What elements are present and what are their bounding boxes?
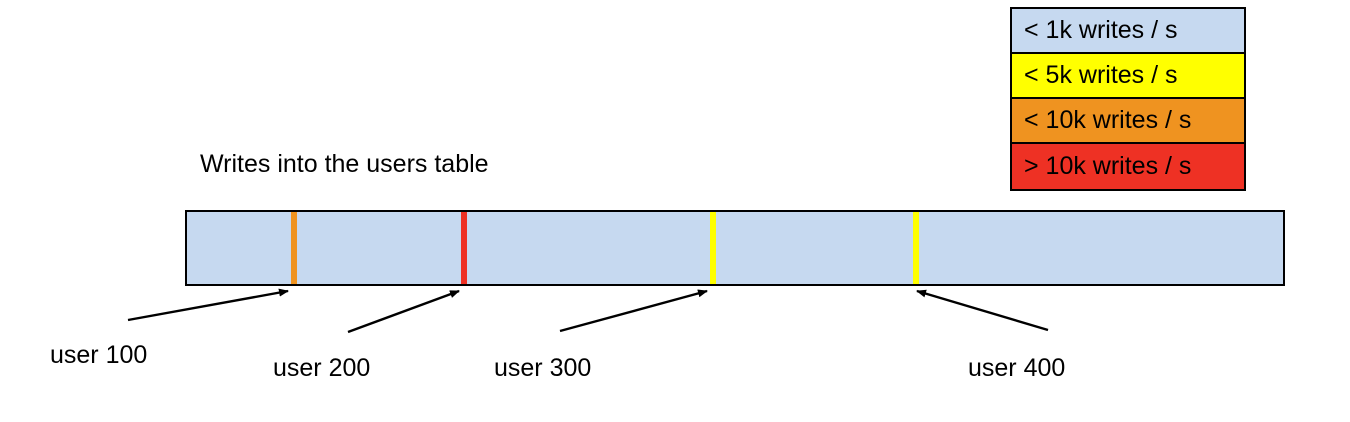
annotation-label-user-400: user 400 (968, 354, 1066, 382)
legend-row-2: < 10k writes / s (1012, 99, 1244, 144)
legend-label-2: < 10k writes / s (1024, 106, 1192, 134)
annotation-label-user-300: user 300 (494, 354, 592, 382)
legend-label-1: < 5k writes / s (1024, 61, 1178, 89)
user-100-stripe (291, 212, 297, 284)
users-table-range-bar (185, 210, 1285, 286)
user-200-stripe (461, 212, 467, 284)
arrow-user-400 (916, 289, 1049, 332)
legend-row-3: > 10k writes / s (1012, 144, 1244, 189)
user-300-stripe (710, 212, 716, 284)
legend: < 1k writes / s < 5k writes / s < 10k wr… (1010, 7, 1246, 191)
legend-row-1: < 5k writes / s (1012, 54, 1244, 99)
chart-title: Writes into the users table (200, 150, 489, 178)
arrow-user-200 (347, 289, 460, 334)
legend-label-0: < 1k writes / s (1024, 16, 1178, 44)
legend-label-3: > 10k writes / s (1024, 152, 1192, 180)
annotation-label-user-200: user 200 (273, 354, 371, 382)
user-400-stripe (913, 212, 919, 284)
legend-row-0: < 1k writes / s (1012, 9, 1244, 54)
arrow-user-100 (127, 288, 289, 322)
annotation-label-user-100: user 100 (50, 341, 148, 369)
arrow-user-300 (559, 289, 708, 333)
